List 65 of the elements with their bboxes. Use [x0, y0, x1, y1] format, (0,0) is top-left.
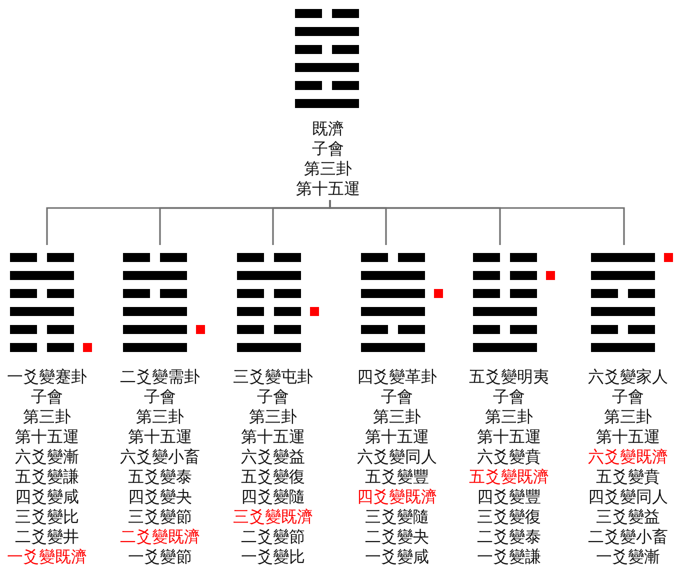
- caption-line: 二爻變小畜: [588, 528, 668, 548]
- highlighted-caption-line: 一爻變既濟: [7, 548, 87, 568]
- highlighted-caption-line: 四爻變既濟: [357, 488, 437, 508]
- caption-line: 一爻變比: [241, 548, 305, 568]
- highlighted-caption-line: 六爻變既濟: [588, 448, 668, 468]
- caption-line: 第三卦: [485, 408, 533, 428]
- caption-line: 第十五運: [477, 428, 541, 448]
- caption-line: 四爻變同人: [588, 488, 668, 508]
- caption-line: 二爻變泰: [477, 528, 541, 548]
- caption-line: 二爻變節: [241, 528, 305, 548]
- highlighted-caption-line: 五爻變既濟: [469, 468, 549, 488]
- caption-line: 四爻變隨: [241, 488, 305, 508]
- hexagram-name: 四爻變革卦: [357, 368, 437, 388]
- caption-line: 五爻變賁: [596, 468, 660, 488]
- hexagram-name: 五爻變明夷: [469, 368, 549, 388]
- hexagram-name: 二爻變需卦: [120, 368, 200, 388]
- highlighted-caption-line: 二爻變既濟: [120, 528, 200, 548]
- caption-line: 五爻變豐: [365, 468, 429, 488]
- caption-line: 子會: [144, 388, 176, 408]
- caption-line: 第十五運: [241, 428, 305, 448]
- highlighted-caption-line: 三爻變既濟: [233, 508, 313, 528]
- caption-line: 第三卦: [23, 408, 71, 428]
- caption-line: 三爻變隨: [365, 508, 429, 528]
- caption-line: 一爻變漸: [596, 548, 660, 568]
- caption-line: 三爻變益: [596, 508, 660, 528]
- hexagram-name: 一爻變蹇卦: [7, 368, 87, 388]
- caption-line: 子會: [612, 388, 644, 408]
- caption-line: 二爻變井: [15, 528, 79, 548]
- caption-line: 第三卦: [373, 408, 421, 428]
- caption-line: 子會: [257, 388, 289, 408]
- caption-line: 子會: [312, 140, 344, 160]
- caption-line: 第十五運: [296, 180, 360, 200]
- caption-line: 第三卦: [304, 160, 352, 180]
- caption-line: 四爻變豐: [477, 488, 541, 508]
- caption-line: 第三卦: [249, 408, 297, 428]
- caption-line: 三爻變復: [477, 508, 541, 528]
- caption-line: 一爻變咸: [365, 548, 429, 568]
- caption-line: 四爻變夬: [128, 488, 192, 508]
- caption-line: 六爻變賁: [477, 448, 541, 468]
- caption-line: 一爻變節: [128, 548, 192, 568]
- caption-line: 二爻變夬: [365, 528, 429, 548]
- caption-line: 六爻變同人: [357, 448, 437, 468]
- caption-line: 子會: [493, 388, 525, 408]
- caption-line: 四爻變咸: [15, 488, 79, 508]
- caption-line: 第十五運: [365, 428, 429, 448]
- caption-line: 第十五運: [596, 428, 660, 448]
- caption-line: 子會: [31, 388, 63, 408]
- caption-line: 六爻變漸: [15, 448, 79, 468]
- caption-line: 五爻變復: [241, 468, 305, 488]
- caption-line: 五爻變泰: [128, 468, 192, 488]
- caption-line: 六爻變益: [241, 448, 305, 468]
- caption-line: 三爻變比: [15, 508, 79, 528]
- caption-line: 子會: [381, 388, 413, 408]
- caption-line: 第三卦: [136, 408, 184, 428]
- connector-line: [329, 200, 625, 245]
- caption-line: 六爻變小畜: [120, 448, 200, 468]
- caption-line: 五爻變謙: [15, 468, 79, 488]
- caption-line: 第三卦: [604, 408, 652, 428]
- caption-line: 一爻變謙: [477, 548, 541, 568]
- caption-line: 第十五運: [15, 428, 79, 448]
- hexagram-name: 六爻變家人: [588, 368, 668, 388]
- caption-line: 第十五運: [128, 428, 192, 448]
- hexagram-name: 三爻變屯卦: [233, 368, 313, 388]
- hexagram-name: 既濟: [312, 120, 344, 140]
- caption-line: 三爻變節: [128, 508, 192, 528]
